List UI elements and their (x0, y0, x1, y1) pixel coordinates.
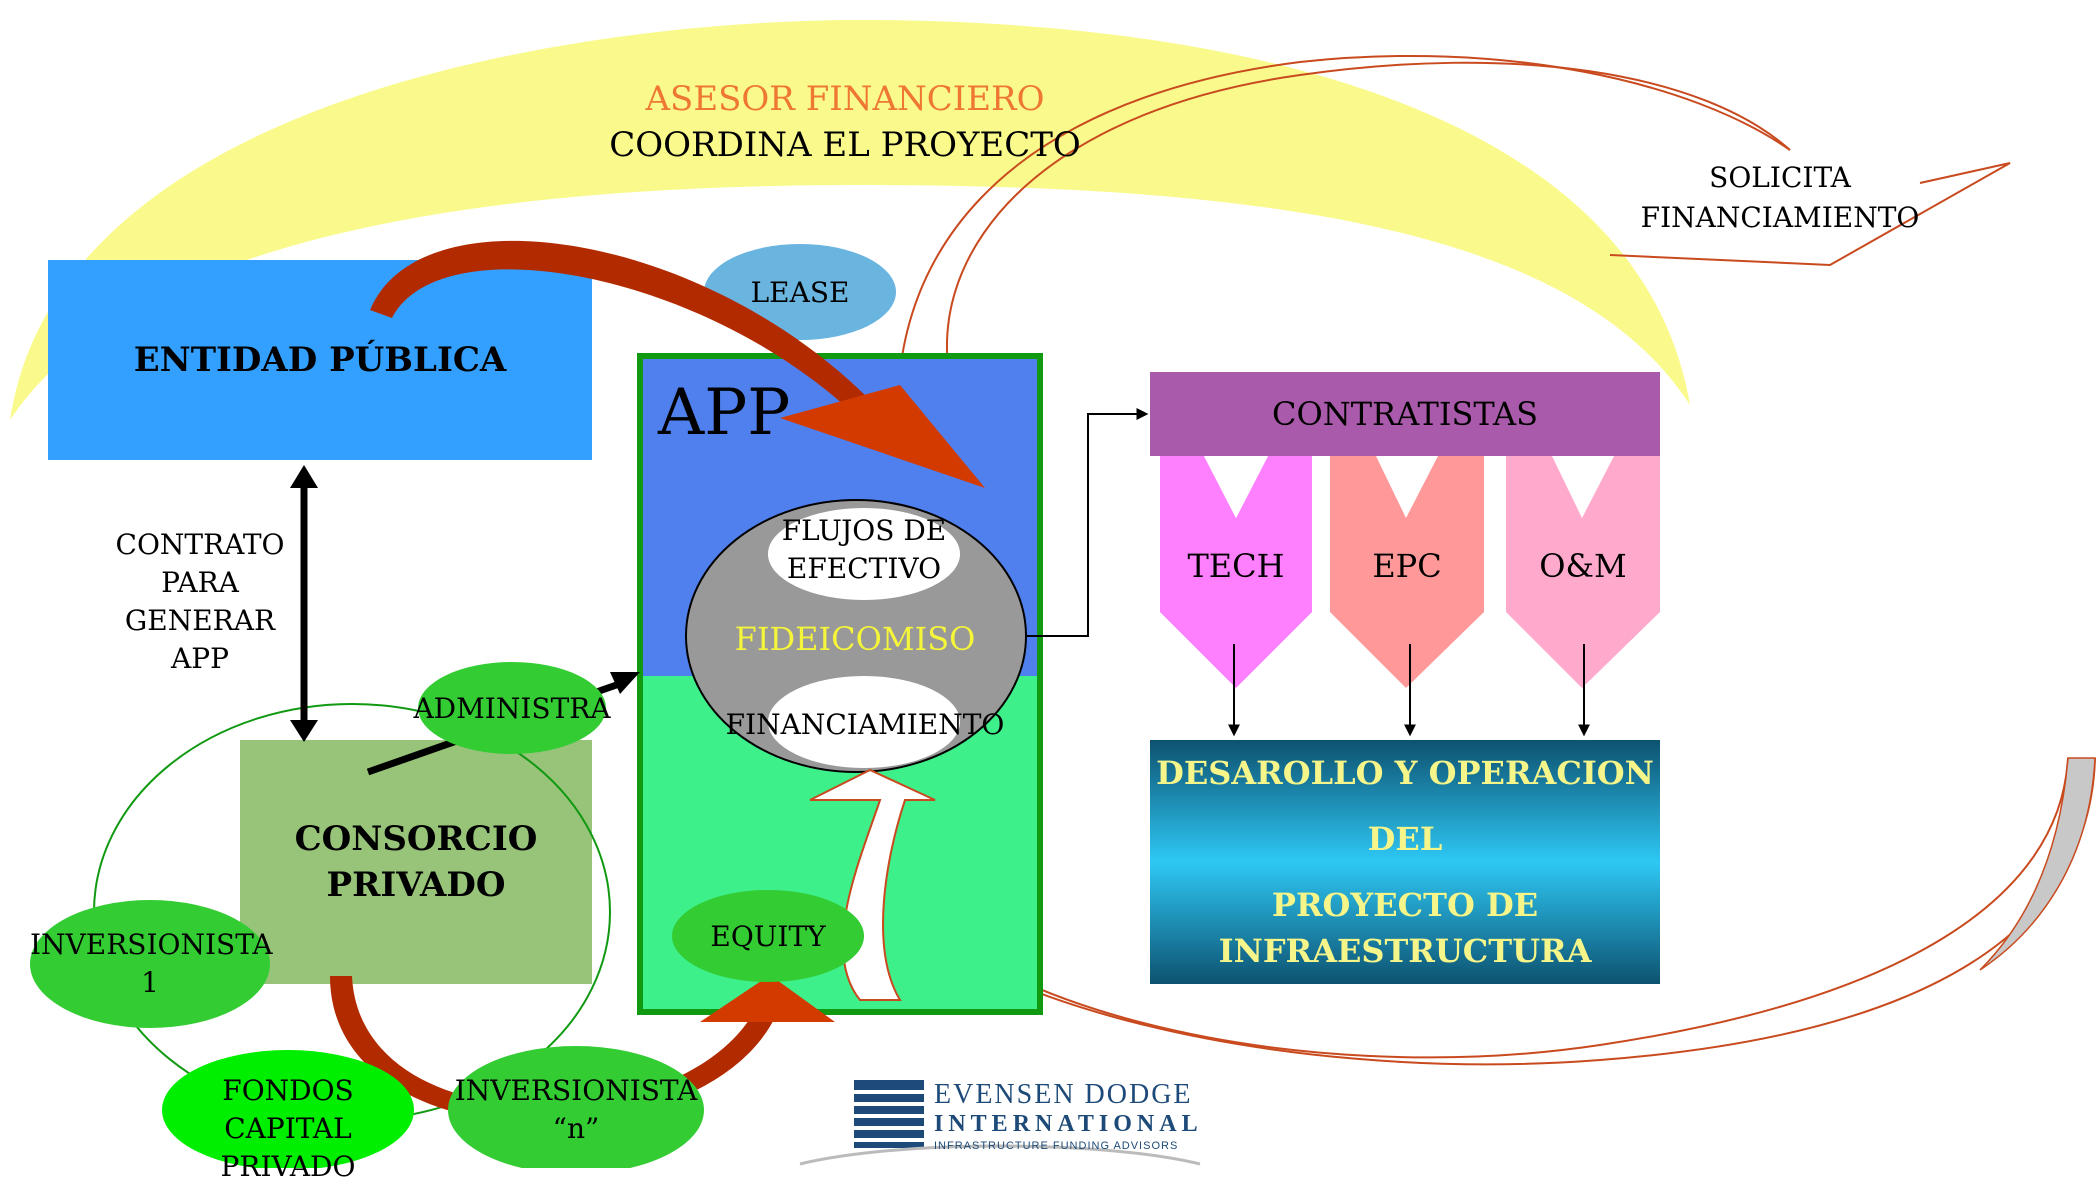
administer-ellipse (418, 662, 606, 754)
funding-request-arrowhead (1609, 162, 2011, 267)
tech-label: TECH (1187, 547, 1285, 585)
contract-line: CONTRATO (115, 528, 285, 561)
project-line: INFRAESTRUCTURA (1218, 932, 1592, 970)
contract-arrowhead-down (290, 720, 318, 742)
cash-flows-line: EFECTIVO (786, 552, 942, 585)
private-funds-line: FONDOS CAPITAL (222, 1074, 354, 1145)
project-label: DESAROLLO Y OPERACION DEL PROYECTO DE IN… (1150, 750, 1660, 974)
private-funds-line: PRIVADO (220, 1150, 356, 1183)
contract-label: CONTRATO PARA GENERAR APP (100, 526, 300, 678)
administer-arrowhead (610, 672, 640, 694)
logo-text: EVENSEN DODGE INTERNATIONAL INFRASTRUCTU… (934, 1079, 1203, 1154)
coordination-arc (10, 20, 1690, 420)
consortium-line: PRIVADO (326, 865, 506, 905)
public-to-app-arrow (370, 240, 870, 415)
cash-flows-label: FLUJOS DE EFECTIVO (768, 512, 960, 588)
epc-chevron (1330, 456, 1484, 688)
funding-request-curve-inner (896, 54, 1791, 451)
consortium-box (240, 740, 592, 984)
financing-ellipse (768, 676, 960, 768)
om-notch (1552, 456, 1614, 518)
investor-n-label: INVERSIONISTA “n” (448, 1072, 704, 1148)
investor-n-line: “n” (552, 1112, 600, 1145)
contract-line: PARA (161, 566, 239, 599)
contractors-box (1150, 372, 1660, 456)
consortium-label: CONSORCIO PRIVADO (240, 816, 592, 908)
funding-request-curve-outer (946, 61, 1791, 471)
cash-flow-ellipse (768, 508, 960, 600)
contractors-label: CONTRATISTAS (1271, 395, 1539, 433)
financing-label: FINANCIAMIENTO (725, 707, 1005, 741)
administer-label: ADMINISTRA (413, 691, 611, 725)
lease-label: LEASE (750, 275, 850, 309)
investor-n-ellipse (448, 1046, 704, 1168)
epc-label: EPC (1372, 547, 1442, 585)
investor-1-line: 1 (141, 966, 159, 999)
app-title: APP (658, 376, 791, 450)
logo-swoosh (799, 1144, 1201, 1166)
epc-notch (1376, 456, 1438, 518)
logo-line2: INTERNATIONAL (934, 1111, 1203, 1137)
project-line: DESAROLLO Y OPERACION (1156, 754, 1654, 792)
equity-ellipse (672, 890, 864, 982)
contract-line: GENERAR (124, 604, 276, 637)
contract-arrowhead-up (290, 465, 318, 488)
consortium-line: CONSORCIO (294, 819, 538, 859)
funding-request-line2: FINANCIAMIENTO (1640, 201, 1920, 234)
investor-1-line: INVERSIONISTA (30, 928, 273, 961)
public-to-app-arrowhead (780, 385, 985, 488)
equity-red-arrowhead (700, 975, 835, 1022)
trust-to-contractors-connector (1026, 408, 1149, 637)
investor-n-line: INVERSIONISTA (454, 1074, 698, 1107)
logo-line1: EVENSEN DODGE (934, 1079, 1193, 1110)
funding-request-label: SOLICITA FINANCIAMIENTO (1640, 158, 1920, 238)
tech-notch (1204, 456, 1268, 518)
private-funds-label: FONDOS CAPITAL PRIVADO (158, 1072, 418, 1186)
tech-chevron (1160, 456, 1312, 688)
project-line: PROYECTO DE (1271, 886, 1539, 924)
app-box-border (637, 353, 1043, 1015)
project-line: DEL (1367, 820, 1443, 858)
logo-line3: INFRASTRUCTURE FUNDING ADVISORS (934, 1140, 1179, 1152)
cash-flows-line: FLUJOS DE (781, 514, 947, 547)
om-chevron (1506, 456, 1660, 688)
advisor-role: ASESOR FINANCIERO (645, 79, 1045, 119)
private-funds-ellipse (162, 1050, 414, 1168)
public-entity-label: ENTIDAD PÚBLICA (133, 340, 507, 380)
return-arc-shade (1979, 757, 2096, 971)
logo-mark (854, 1080, 924, 1148)
funding-request-line1: SOLICITA (1709, 161, 1851, 194)
contract-line: APP (171, 642, 229, 675)
project-box (1150, 740, 1660, 984)
investor-1-ellipse (30, 900, 270, 1028)
public-entity-box (48, 260, 592, 460)
advisor-task: COORDINA EL PROYECTO (609, 125, 1081, 165)
investor-1-label: INVERSIONISTA 1 (30, 926, 273, 1002)
equity-label: EQUITY (710, 919, 826, 953)
om-label: O&M (1539, 547, 1627, 585)
trust-label: FIDEICOMISO (734, 620, 976, 658)
